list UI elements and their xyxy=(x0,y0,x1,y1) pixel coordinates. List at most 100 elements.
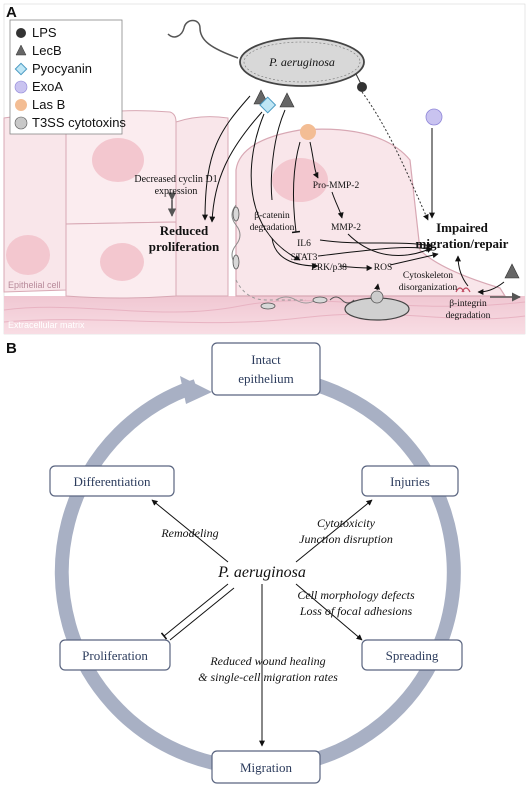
annotation-cytotoxicity: Cytotoxicity xyxy=(317,516,376,530)
panel-b: B Intact epithelium Injuries Spreading M… xyxy=(6,340,463,784)
arrow xyxy=(270,109,286,201)
legend-label: Pyocyanin xyxy=(32,61,92,76)
arrow-remodeling xyxy=(151,499,229,563)
box-injuries: Injuries xyxy=(361,465,459,497)
box-migration: Migration xyxy=(211,750,321,784)
bacterium-trail xyxy=(231,204,241,266)
arrow xyxy=(331,191,344,219)
label-mmp2: MMP-2 xyxy=(331,223,361,233)
legend-label: Las B xyxy=(32,97,65,112)
tee-line xyxy=(291,141,301,234)
label-il6: IL6 xyxy=(297,239,311,249)
bacterium-small xyxy=(232,254,240,270)
box-injuries-text: Injuries xyxy=(390,474,430,489)
label-cytoskeleton: disorganization xyxy=(399,283,458,293)
lecb-icon xyxy=(504,263,520,279)
bacterium-small xyxy=(312,296,328,304)
arrow xyxy=(271,237,319,269)
arrow xyxy=(309,141,319,179)
label-impaired: Impaired xyxy=(436,220,489,235)
lps-stalk xyxy=(355,73,362,85)
panel-label-a: A xyxy=(6,4,17,21)
label-reduced-proliferation: Reduced xyxy=(160,223,209,238)
annotation-wound: Reduced wound healing xyxy=(209,654,325,668)
nucleus xyxy=(100,243,144,281)
bacterium-inner xyxy=(243,41,361,83)
annotation-cytotoxicity: Junction disruption xyxy=(299,532,393,546)
arrow xyxy=(347,233,433,256)
label-ecm: Extracellular matrix xyxy=(8,320,85,330)
box-differentiation-text: Differentiation xyxy=(73,474,151,489)
bacterium-trail-bottom-2 xyxy=(275,296,317,304)
annotation-morphology: Loss of focal adhesions xyxy=(299,604,413,618)
label-epithelial-cell: Epithelial cell xyxy=(8,280,61,290)
arrow xyxy=(250,113,301,261)
label-pro-mmp2: Pro-MMP-2 xyxy=(313,181,360,191)
center-label: P. aeruginosa xyxy=(217,564,306,581)
nucleus xyxy=(272,158,328,202)
box-differentiation: Differentiation xyxy=(49,465,175,497)
arrow xyxy=(317,245,433,257)
integrin-icon xyxy=(455,287,471,293)
nucleus xyxy=(92,138,144,182)
label-integrin: β-integrin xyxy=(449,299,487,309)
legend-label: T3SS cytotoxins xyxy=(32,115,126,130)
box-proliferation-text: Proliferation xyxy=(82,648,148,663)
filled-circle-icon xyxy=(16,28,26,38)
box-differentiation-frame xyxy=(49,465,175,497)
legend: LPS LecB Pyocyanin ExoA Las B T3SS cytot… xyxy=(9,19,126,135)
box-proliferation-frame xyxy=(59,639,171,671)
box-spreading: Spreading xyxy=(361,639,463,671)
label-cytoskeleton: Cytoskeleton xyxy=(403,271,453,281)
diamond-icon xyxy=(14,62,28,76)
triangle-icon xyxy=(15,44,27,56)
lps-icon xyxy=(357,82,367,92)
epithelial-cell-4 xyxy=(175,116,229,297)
arrow xyxy=(319,239,433,248)
arrow xyxy=(389,252,439,266)
label-beta-catenin: β-catenin xyxy=(254,211,290,221)
legend-label: ExoA xyxy=(32,79,63,94)
label-stat3: STAT3 xyxy=(291,253,318,263)
t3ss-cytotoxin-icon xyxy=(370,290,384,304)
box-injuries-frame xyxy=(361,465,459,497)
label-cyclin: Decreased cyclin D1 xyxy=(134,174,217,185)
bacterium-small xyxy=(232,206,240,222)
annotation-wound: & single-cell migration rates xyxy=(198,670,338,684)
nucleus xyxy=(6,235,50,275)
box-spreading-text: Spreading xyxy=(386,648,439,663)
box-migration-frame xyxy=(211,750,321,784)
arrow-dotted xyxy=(361,91,429,221)
bacterium-small xyxy=(260,302,276,310)
tee-proliferation xyxy=(160,583,229,640)
panel-a: P. aeruginosa LPS LecB Pyocyanin ExoA La… xyxy=(3,3,526,335)
tee-proliferation-2 xyxy=(169,587,235,641)
label-beta-catenin: degradation xyxy=(250,223,295,233)
arrow xyxy=(455,255,469,287)
bacterium-trail-bottom xyxy=(235,279,306,301)
box-intact-frame xyxy=(211,342,321,396)
annotation-remodeling: Remodeling xyxy=(160,526,218,540)
label-cyclin: expression xyxy=(155,186,198,197)
arrow-injuries xyxy=(295,499,373,563)
pyocyanin-icon xyxy=(259,96,277,114)
exoa-icon xyxy=(425,108,443,126)
circle-icon xyxy=(15,99,27,111)
legend-box xyxy=(9,19,123,135)
bacterium-flagellum xyxy=(167,19,239,59)
label-erk: ERK/p38 xyxy=(311,263,347,273)
box-intact-text: Intact xyxy=(251,352,281,367)
box-spreading-frame xyxy=(361,639,463,671)
arrow xyxy=(374,283,381,291)
annotation-morphology: Cell morphology defects xyxy=(297,588,415,602)
bacterium-body xyxy=(239,37,365,87)
legend-label: LecB xyxy=(32,43,62,58)
legend-label: LPS xyxy=(32,25,57,40)
box-intact-text: epithelium xyxy=(238,371,294,386)
box-intact-epithelium: Intact epithelium xyxy=(211,342,321,396)
matrix-fibers xyxy=(3,300,526,324)
bacterium-label: P. aeruginosa xyxy=(268,55,335,69)
label-impaired: migration/repair xyxy=(416,236,509,251)
cycle-arrowhead xyxy=(180,376,212,404)
arrow-spreading xyxy=(295,583,363,641)
